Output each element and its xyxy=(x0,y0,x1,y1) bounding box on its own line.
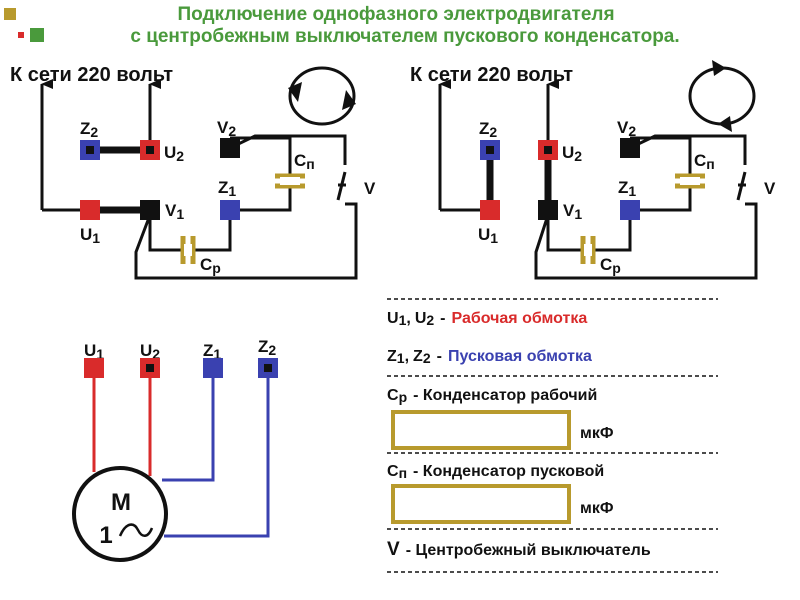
label-left-v1: V1 xyxy=(165,201,184,222)
motor-terminal-z1 xyxy=(203,358,223,378)
legend-cap-start: Cп- Конденсатор пусковой xyxy=(387,463,604,481)
terminal-left-u1 xyxy=(80,200,100,220)
terminal-right-z1 xyxy=(620,200,640,220)
motor-symbol xyxy=(72,466,168,562)
terminal-right-u2-dot xyxy=(544,146,552,154)
diagram-left: К сети 220 вольт Z2 xyxy=(10,64,376,280)
terminal-left-v1 xyxy=(140,200,160,220)
terminal-right-u1 xyxy=(480,200,500,220)
legend-switch: V- Центробежный выключатель xyxy=(387,539,651,560)
label-right-u1: U1 xyxy=(478,225,498,246)
wire-right-switch-top xyxy=(629,134,747,165)
label-left-u1: U1 xyxy=(80,225,100,246)
label-right-cap-start: Cп xyxy=(694,151,715,172)
motor-label-u1: U1 xyxy=(84,341,104,362)
motor-terminal-u1 xyxy=(84,358,104,378)
title-logo xyxy=(4,8,44,42)
label-left-z2: Z2 xyxy=(80,119,98,140)
terminal-left-z2-dot xyxy=(86,146,94,154)
legend-starting-winding: Z1,Z2-Пусковая обмотка xyxy=(387,348,592,366)
label-left-cap-start: Cп xyxy=(294,151,315,172)
label-left-cap-run: Cр xyxy=(200,255,221,276)
label-right-v2: V2 xyxy=(617,118,636,139)
ac-tilde-icon xyxy=(118,523,154,537)
rotation-left-circle xyxy=(288,66,356,126)
rotation-right-arrow1 xyxy=(712,60,726,76)
motor-wire-z2 xyxy=(164,378,270,538)
label-left-u2: U2 xyxy=(164,143,184,164)
label-left-v2: V2 xyxy=(217,118,236,139)
motor-terminal-z2-dot xyxy=(264,364,272,372)
label-right-z1: Z1 xyxy=(618,178,636,199)
cap-run-right-gap xyxy=(584,244,592,256)
network-label-left: К сети 220 вольт xyxy=(10,64,173,86)
motor-label-z2: Z2 xyxy=(258,337,276,358)
cap-start-right-gap xyxy=(680,177,700,185)
motor-terminal-u2-dot xyxy=(146,364,154,372)
label-left-z1: Z1 xyxy=(218,178,236,199)
terminal-right-v1 xyxy=(538,200,558,220)
terminal-left-z1 xyxy=(220,200,240,220)
wire-left-switch-top xyxy=(229,134,347,165)
terminal-right-v2 xyxy=(620,138,640,158)
cap-start-left-gap xyxy=(280,177,300,185)
network-label-right: К сети 220 вольт xyxy=(410,64,573,86)
motor-symbol-phase: 1 xyxy=(99,522,112,549)
diagram-right: К сети 220 вольт Z2 U2 V2 xyxy=(410,60,776,280)
rotation-left-arrow2 xyxy=(342,90,356,110)
cap-run-left-gap xyxy=(184,244,192,256)
legend-cap-run: Cр- Конденсатор рабочий xyxy=(387,387,597,405)
label-right-u2: U2 xyxy=(562,143,582,164)
legend-working-winding: U1,U2-Рабочая обмотка xyxy=(387,310,587,328)
legend: U1,U2-Рабочая обмотка Z1,Z2-Пусковая обм… xyxy=(387,298,718,573)
motor-label-z1: Z1 xyxy=(203,341,221,362)
motor-label-u2: U2 xyxy=(140,341,160,362)
terminal-left-u2-dot xyxy=(146,146,154,154)
cap-start-unit: мкФ xyxy=(580,500,614,517)
motor-symbol-m: M xyxy=(111,489,131,516)
motor-wire-z1 xyxy=(162,378,215,482)
page-title-line1: Подключение однофазного электродвигателя xyxy=(177,4,614,25)
page-title-line2: с центробежным выключателем пускового ко… xyxy=(130,26,679,47)
label-right-cap-run: Cр xyxy=(600,255,621,276)
terminal-left-v2 xyxy=(220,138,240,158)
label-right-switch: V xyxy=(764,179,776,198)
cap-run-unit: мкФ xyxy=(580,425,614,442)
cap-start-value-input[interactable] xyxy=(391,484,571,524)
label-right-v1: V1 xyxy=(563,201,582,222)
rotation-right-arrow2 xyxy=(718,116,732,132)
rotation-right-circle xyxy=(688,66,756,126)
cap-run-value-input[interactable] xyxy=(391,410,571,450)
label-right-z2: Z2 xyxy=(479,119,497,140)
motor-diagram: U1 U2 Z1 Z2 M 1 xyxy=(72,337,278,562)
label-left-switch: V xyxy=(364,179,376,198)
rotation-left-arrow1 xyxy=(288,82,302,102)
terminal-right-z2-dot xyxy=(486,146,494,154)
